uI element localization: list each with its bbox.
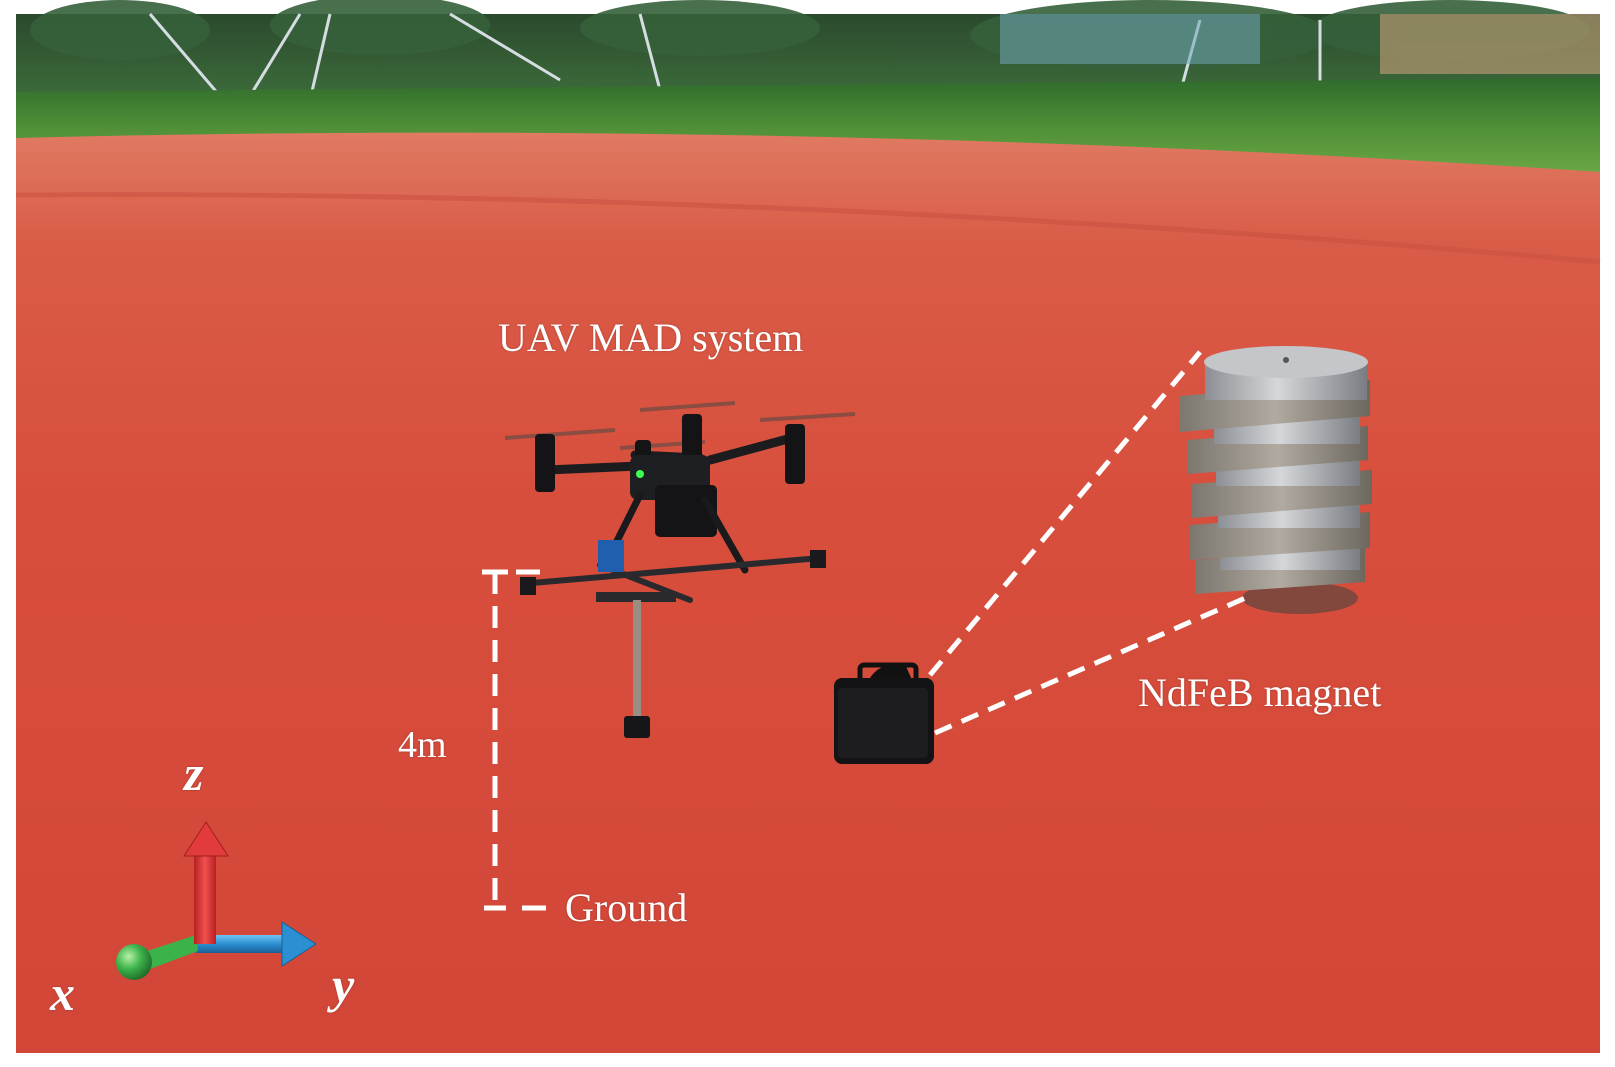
magnet-label: NdFeB magnet bbox=[1138, 670, 1382, 715]
uav-system-label: UAV MAD system bbox=[498, 315, 804, 360]
ground-label: Ground bbox=[565, 885, 688, 930]
sky-patch bbox=[1000, 14, 1260, 64]
building-patch bbox=[1380, 14, 1600, 74]
magnet-container bbox=[834, 662, 934, 764]
running-track bbox=[16, 132, 1600, 1053]
height-label: 4m bbox=[398, 724, 447, 766]
y-axis-label: y bbox=[332, 957, 355, 1013]
drone-propellers bbox=[504, 401, 856, 450]
grass-field bbox=[16, 78, 1600, 172]
drone bbox=[504, 401, 856, 738]
inset-connector-lines bbox=[928, 350, 1251, 736]
x-axis-label: x bbox=[50, 965, 75, 1021]
z-axis-label: z bbox=[184, 745, 204, 801]
height-indicator bbox=[482, 569, 546, 911]
coordinate-axes bbox=[116, 821, 317, 980]
track-far-band bbox=[15, 192, 1601, 265]
magnet-stack bbox=[1180, 346, 1372, 614]
